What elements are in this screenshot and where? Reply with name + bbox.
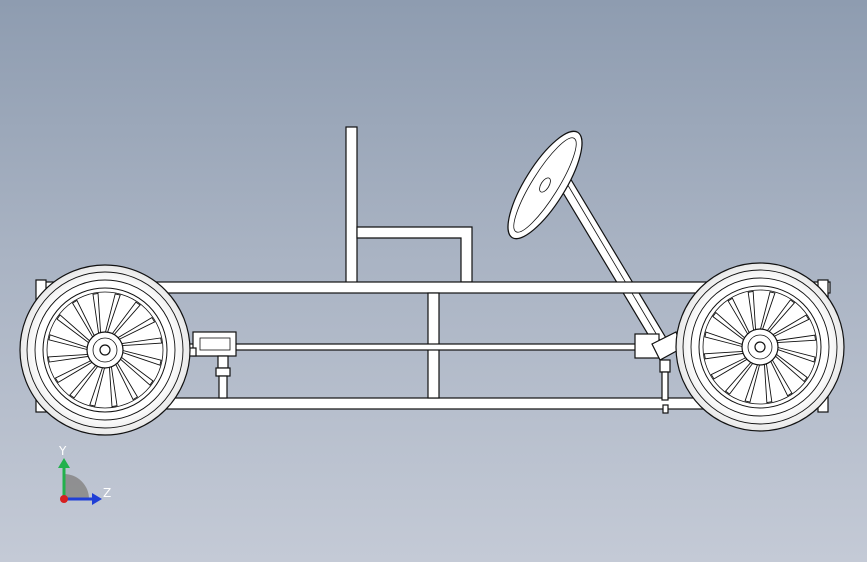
go-kart-model[interactable] [19,122,845,436]
seat-frame [356,226,473,283]
y-axis-arrowhead [58,458,70,468]
steering-column-highlight [565,181,662,343]
x-axis-dot [60,495,68,503]
front-wheel [675,262,845,432]
seat-back-post [345,126,358,285]
triad-plane [64,474,89,499]
steering-column [558,177,667,347]
front-steering-knuckle [634,331,683,414]
y-axis-label: Y [58,444,67,458]
z-axis-label: Z [103,486,111,500]
rear-wheel [19,264,191,436]
z-axis-arrowhead [92,493,102,505]
tie-rod [179,343,643,351]
steering-wheel [507,130,583,240]
orientation-triad[interactable]: Y Z [58,444,111,505]
